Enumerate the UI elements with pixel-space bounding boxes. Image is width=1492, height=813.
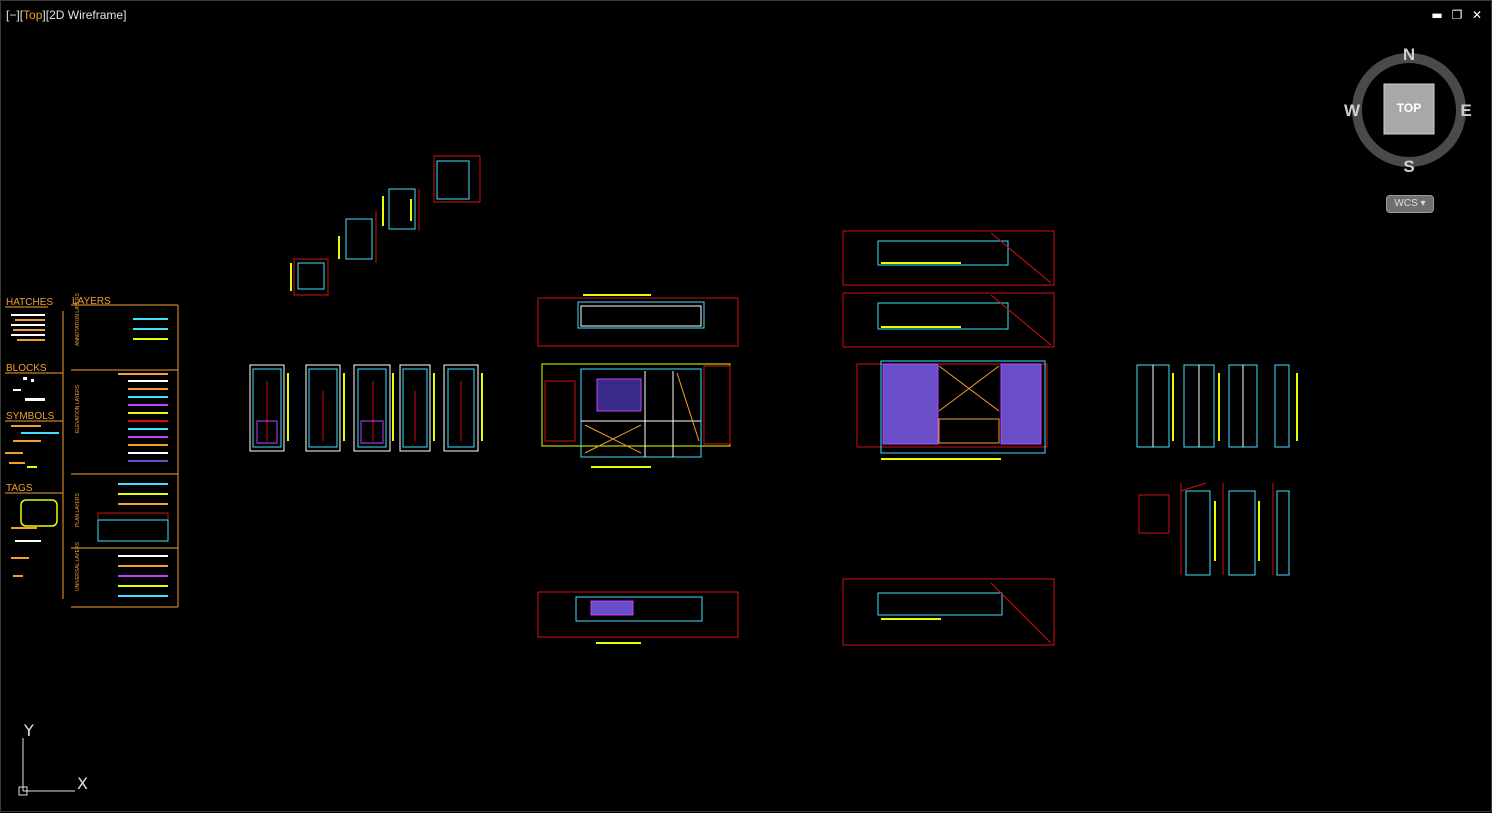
legend-hatches-label: HATCHES [6,297,53,308]
layer-group-elevation: ELEVATION LAYERS [75,384,81,433]
visual-style-control[interactable]: 2D Wireframe [49,8,124,22]
compass-west: W [1344,101,1361,120]
layer-swatches [118,318,168,597]
elevation-series-right [1136,364,1298,576]
viewcube[interactable]: TOP N S E W [1344,45,1472,176]
ucs-x-axis-label: X [77,774,88,793]
viewport-controls-label: [−][Top][2D Wireframe] [6,8,127,22]
legend-symbols-label: SYMBOLS [6,411,55,422]
legend-layers-label: LAYERS [72,296,111,307]
ucs-y-axis-label: Y [24,721,34,740]
viewport-window-controls: ▬ ❐ ✕ [1431,9,1483,21]
minimize-icon[interactable]: ▬ [1431,8,1443,22]
ucs-icon [18,738,75,796]
viewport-minus-control[interactable]: [−] [6,8,20,22]
view-name-control[interactable]: Top [23,8,43,22]
layer-group-annotation: ANNOTATION LAYERS [75,293,81,346]
layer-group-universal: UNIVERSAL LAYERS [75,541,81,591]
compass-north: N [1403,45,1415,64]
wcs-menu-button[interactable]: WCS ▾ [1386,195,1434,213]
stair-details [290,155,481,296]
elevation-series-left [249,364,483,452]
wcs-label: WCS [1394,198,1418,209]
compass-south: S [1403,157,1414,176]
compass-east: E [1460,101,1471,120]
viewcube-compass-ring [1352,53,1466,167]
legend-tags-label: TAGS [6,483,33,494]
viewcube-face-label: TOP [1397,101,1421,115]
viewcube-face-top [1383,83,1435,135]
kitchen-plan-center [537,294,739,644]
kitchen-plan-right [842,230,1055,646]
legend-panel: HATCHES LAYERS BLOCKS SYMBOLS TAGS [5,293,179,608]
legend-blocks-label: BLOCKS [6,363,47,374]
close-icon[interactable]: ✕ [1471,8,1483,22]
restore-icon[interactable]: ❐ [1451,8,1463,22]
layer-group-plan: PLAN LAYERS [75,493,81,527]
